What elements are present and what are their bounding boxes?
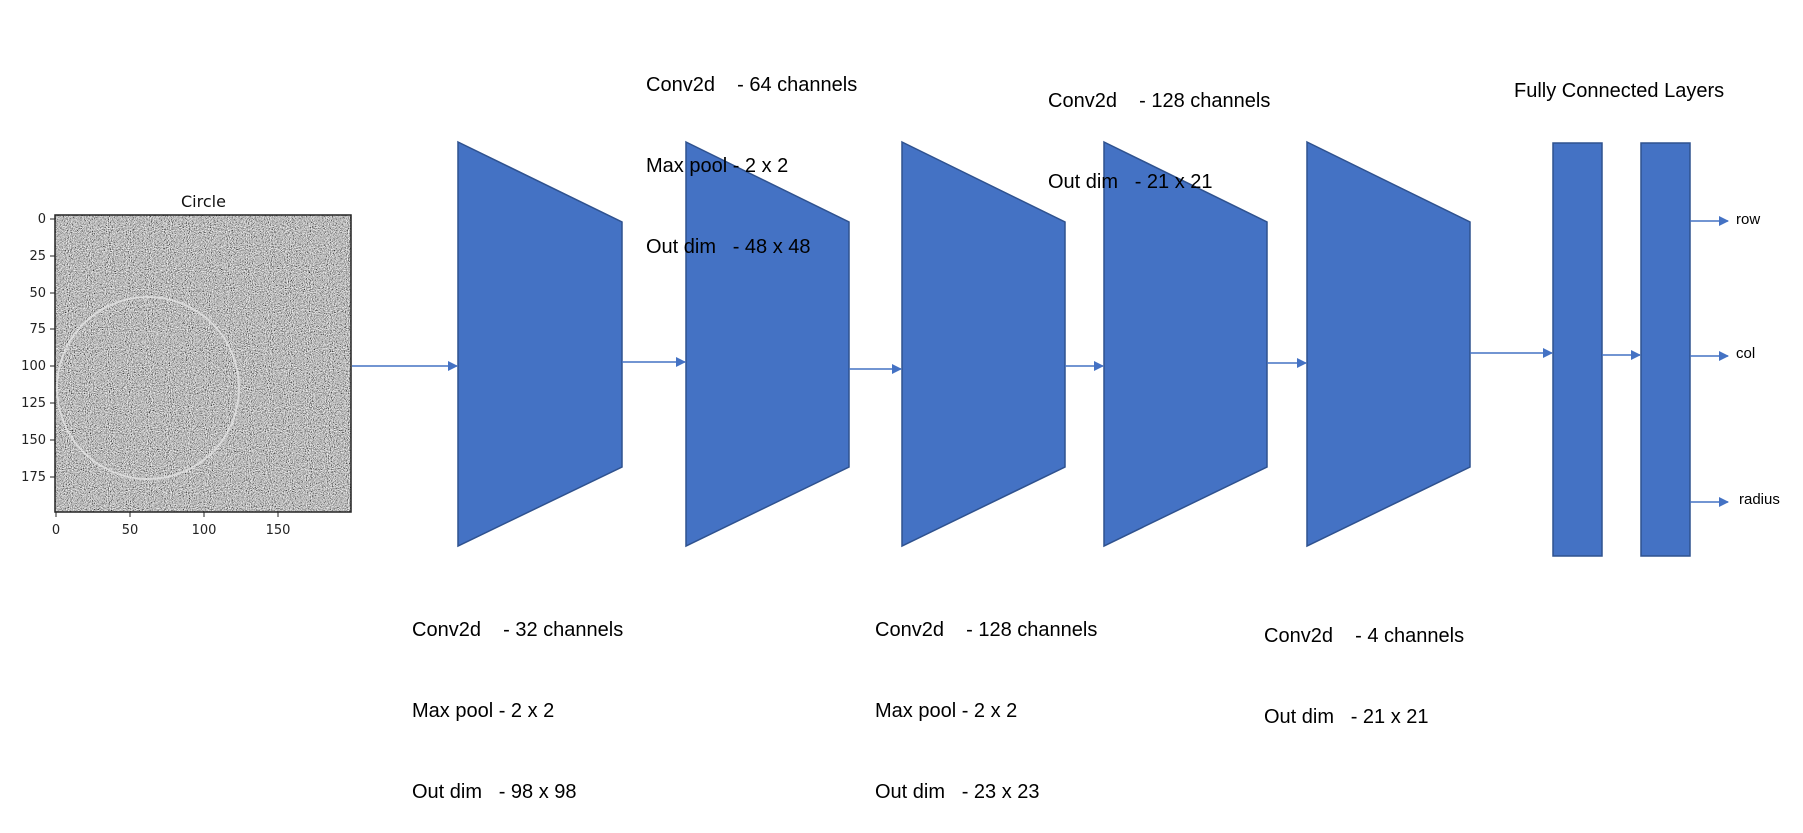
layer-1-line: Conv2d - 32 channels — [412, 619, 624, 641]
y-tick-label: 125 — [21, 396, 46, 411]
noise-image — [55, 215, 351, 512]
x-tick-label: 100 — [192, 523, 217, 538]
y-tick-label: 0 — [38, 212, 46, 227]
conv-block-2 — [685, 140, 850, 548]
layer-4-line: Conv2d - 128 channels — [1048, 90, 1271, 112]
layer-1-line: Max pool - 2 x 2 — [412, 700, 555, 722]
layer-4-label: Conv2d - 128 channels Out dim - 21 x 21 — [1048, 34, 1270, 223]
fc-heading: Fully Connected Layers — [1514, 80, 1725, 102]
layer-1-line: Out dim - 98 x 98 — [412, 781, 577, 803]
output-label-radius: radius — [1739, 491, 1780, 508]
output-label-col: col — [1736, 345, 1756, 362]
layer-1-label: Conv2d - 32 channels Max pool - 2 x 2 Ou… — [412, 563, 623, 833]
layer-5-line: Conv2d - 4 channels — [1264, 625, 1465, 647]
circle-outline — [56, 296, 240, 480]
output-label-row: row — [1736, 211, 1761, 228]
conv-blocks — [457, 140, 1471, 548]
x-tick-label: 50 — [122, 523, 139, 538]
layer-5-line: Out dim - 21 x 21 — [1264, 706, 1429, 728]
fc-blocks — [1552, 142, 1691, 557]
y-tick-label: 50 — [29, 286, 46, 301]
layer-3-line: Conv2d - 128 channels — [875, 619, 1098, 641]
fc-layer-1 — [1552, 142, 1603, 557]
layer-3-line: Max pool - 2 x 2 — [875, 700, 1018, 722]
plot-title: Circle — [181, 192, 226, 211]
y-axis-ticks: 0 25 50 75 100 125 150 175 — [21, 212, 55, 485]
y-tick-label: 175 — [21, 470, 46, 485]
fc-layer-2 — [1640, 142, 1691, 557]
y-tick-label: 100 — [21, 359, 46, 374]
layer-2-label: Conv2d - 64 channels Max pool - 2 x 2 Ou… — [646, 18, 857, 288]
conv-block-5 — [1306, 140, 1471, 548]
layer-2-line: Max pool - 2 x 2 — [646, 155, 789, 177]
layer-4-line: Out dim - 21 x 21 — [1048, 171, 1213, 193]
x-axis-ticks: 0 50 100 150 — [52, 512, 291, 538]
layer-3-line: Out dim - 23 x 23 — [875, 781, 1040, 803]
layer-5-label: Conv2d - 4 channels Out dim - 21 x 21 — [1264, 569, 1464, 758]
y-tick-label: 150 — [21, 433, 46, 448]
plot-frame — [54, 214, 352, 513]
network-diagram: 0 25 50 75 100 125 150 175 0 50 100 150 — [21, 140, 1729, 557]
conv-block-1 — [457, 140, 623, 548]
layer-2-line: Conv2d - 64 channels — [646, 74, 858, 96]
connector-arrows — [352, 216, 1729, 507]
y-tick-label: 75 — [29, 322, 46, 337]
conv-block-3 — [901, 140, 1066, 548]
y-tick-label: 25 — [29, 249, 46, 264]
layer-3-label: Conv2d - 128 channels Max pool - 2 x 2 O… — [875, 563, 1097, 833]
layer-2-line: Out dim - 48 x 48 — [646, 236, 811, 258]
conv-block-4 — [1103, 140, 1268, 548]
x-tick-label: 150 — [266, 523, 291, 538]
input-image-plot: 0 25 50 75 100 125 150 175 0 50 100 150 — [21, 212, 352, 538]
x-tick-label: 0 — [52, 523, 60, 538]
